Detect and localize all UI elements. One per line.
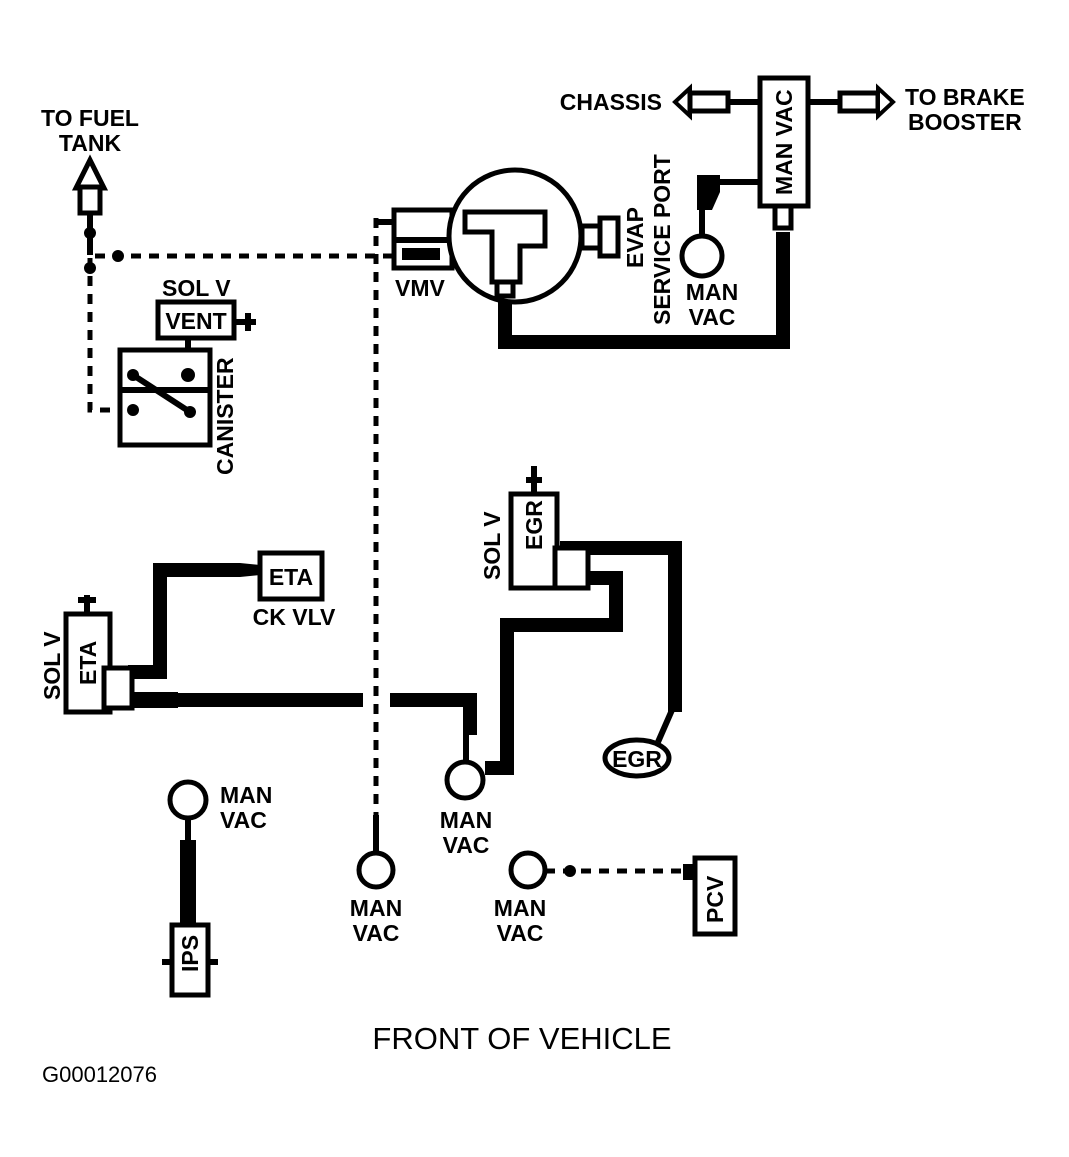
hose-egr-stub bbox=[655, 708, 675, 744]
canister-group bbox=[117, 299, 256, 448]
sol-v-egr-port bbox=[552, 545, 591, 591]
plus-icon bbox=[526, 466, 542, 494]
label-sol-v-eta: SOL V bbox=[39, 631, 65, 700]
label-man-vac-a2: VAC bbox=[689, 304, 736, 330]
man-vac-port-bottom bbox=[356, 850, 396, 890]
sol-v-egr bbox=[508, 466, 591, 591]
label-egr-valve: EGR bbox=[612, 746, 662, 772]
hose-junction bbox=[112, 250, 124, 262]
man-vac-port-pcv bbox=[508, 850, 548, 890]
ips-sensor bbox=[162, 840, 218, 998]
canister-port bbox=[184, 406, 196, 418]
label-man-vac-pcv-1: MAN bbox=[494, 895, 546, 921]
pcv-valve bbox=[683, 855, 738, 937]
vmv-outlet bbox=[494, 279, 516, 299]
hose-junction bbox=[564, 865, 576, 877]
hose-fuel-tank-dash bbox=[87, 258, 110, 413]
right-arrow-icon bbox=[876, 83, 896, 121]
label-sol-v-vent: SOL V bbox=[162, 275, 231, 301]
label-sol-v-egr: SOL V bbox=[479, 511, 505, 580]
hose-eta-main-2 bbox=[390, 693, 477, 735]
connector-body bbox=[837, 90, 881, 114]
sol-v-eta bbox=[63, 595, 178, 715]
plus-icon bbox=[234, 313, 256, 331]
label-man-vac-bottom-2: VAC bbox=[353, 920, 400, 946]
hose-egr-valve bbox=[560, 541, 682, 712]
sol-v-eta-nozzle bbox=[132, 692, 178, 708]
service-port-fitting bbox=[697, 175, 720, 210]
label-man-vac-bottom-1: MAN bbox=[350, 895, 402, 921]
label-canister: CANISTER bbox=[212, 357, 238, 475]
sol-v-egr-box bbox=[508, 491, 560, 591]
egr-valve bbox=[602, 737, 672, 779]
vmv-valve bbox=[391, 167, 621, 305]
label-vmv: VMV bbox=[395, 275, 446, 301]
label-eta-ck: ETA bbox=[269, 564, 313, 590]
ips-hose-fitting bbox=[180, 840, 196, 930]
hose-junction bbox=[84, 227, 96, 239]
valve-neck bbox=[240, 563, 260, 577]
eta-check-valve bbox=[240, 550, 325, 602]
vmv-internal bbox=[462, 209, 548, 285]
label-vent: VENT bbox=[165, 308, 226, 334]
hose-egr-manvac bbox=[485, 571, 623, 775]
fuel-tank-connector bbox=[71, 154, 109, 216]
canister-port bbox=[127, 404, 139, 416]
hose-eta-ckvlv bbox=[128, 563, 240, 679]
label-service-port: SERVICE PORT bbox=[649, 154, 675, 325]
man-vac-port-top bbox=[679, 233, 725, 279]
man-vac-port-mid bbox=[444, 759, 486, 801]
label-man-vac-ips-1: MAN bbox=[220, 782, 272, 808]
label-egr-sol: EGR bbox=[521, 500, 547, 550]
connector-body bbox=[687, 90, 731, 114]
sol-v-eta-port bbox=[101, 665, 135, 711]
canister-port bbox=[127, 369, 139, 381]
pcv-nozzle bbox=[683, 864, 695, 880]
evap-service-port-cap bbox=[597, 215, 621, 259]
label-to-brake-booster-2: BOOSTER bbox=[908, 109, 1022, 135]
up-arrow-icon bbox=[71, 154, 109, 191]
label-figure-id: G00012076 bbox=[42, 1062, 157, 1087]
man-vac-block-port bbox=[772, 203, 794, 231]
label-chassis: CHASSIS bbox=[560, 89, 662, 115]
label-man-vac-pcv-2: VAC bbox=[497, 920, 544, 946]
label-man-vac-mid-1: MAN bbox=[440, 807, 492, 833]
vmv-port bbox=[402, 248, 440, 260]
label-to-fuel-tank-2: TANK bbox=[59, 130, 122, 156]
connector-body bbox=[77, 184, 103, 216]
label-man-vac-mid-2: VAC bbox=[443, 832, 490, 858]
eta-ck-vlv-box bbox=[257, 550, 325, 602]
pcv-box bbox=[692, 855, 738, 937]
label-ck-vlv: CK VLV bbox=[253, 604, 336, 630]
label-pcv: PCV bbox=[702, 875, 728, 923]
canister-port bbox=[181, 368, 195, 382]
label-ips: IPS bbox=[177, 935, 203, 972]
label-evap: EVAP bbox=[622, 207, 648, 268]
hose-junction bbox=[84, 262, 96, 274]
sol-v-vent-box bbox=[155, 299, 237, 341]
canister-internal bbox=[131, 372, 192, 415]
label-front-of-vehicle: FRONT OF VEHICLE bbox=[372, 1021, 671, 1056]
chassis-connector bbox=[672, 83, 731, 121]
man-vac-port-ips bbox=[167, 779, 209, 821]
label-man-vac-block: MAN VAC bbox=[771, 89, 797, 195]
label-to-brake-booster-1: TO BRAKE bbox=[905, 84, 1025, 110]
brake-booster-connector bbox=[837, 83, 896, 121]
label-man-vac-a1: MAN bbox=[686, 279, 738, 305]
evap-service-port-body bbox=[579, 223, 603, 251]
hose-vmv-to-manvac-block bbox=[498, 232, 790, 349]
label-man-vac-ips-2: VAC bbox=[220, 807, 267, 833]
label-to-fuel-tank-1: TO FUEL bbox=[41, 105, 139, 131]
label-eta-sol: ETA bbox=[75, 641, 101, 685]
